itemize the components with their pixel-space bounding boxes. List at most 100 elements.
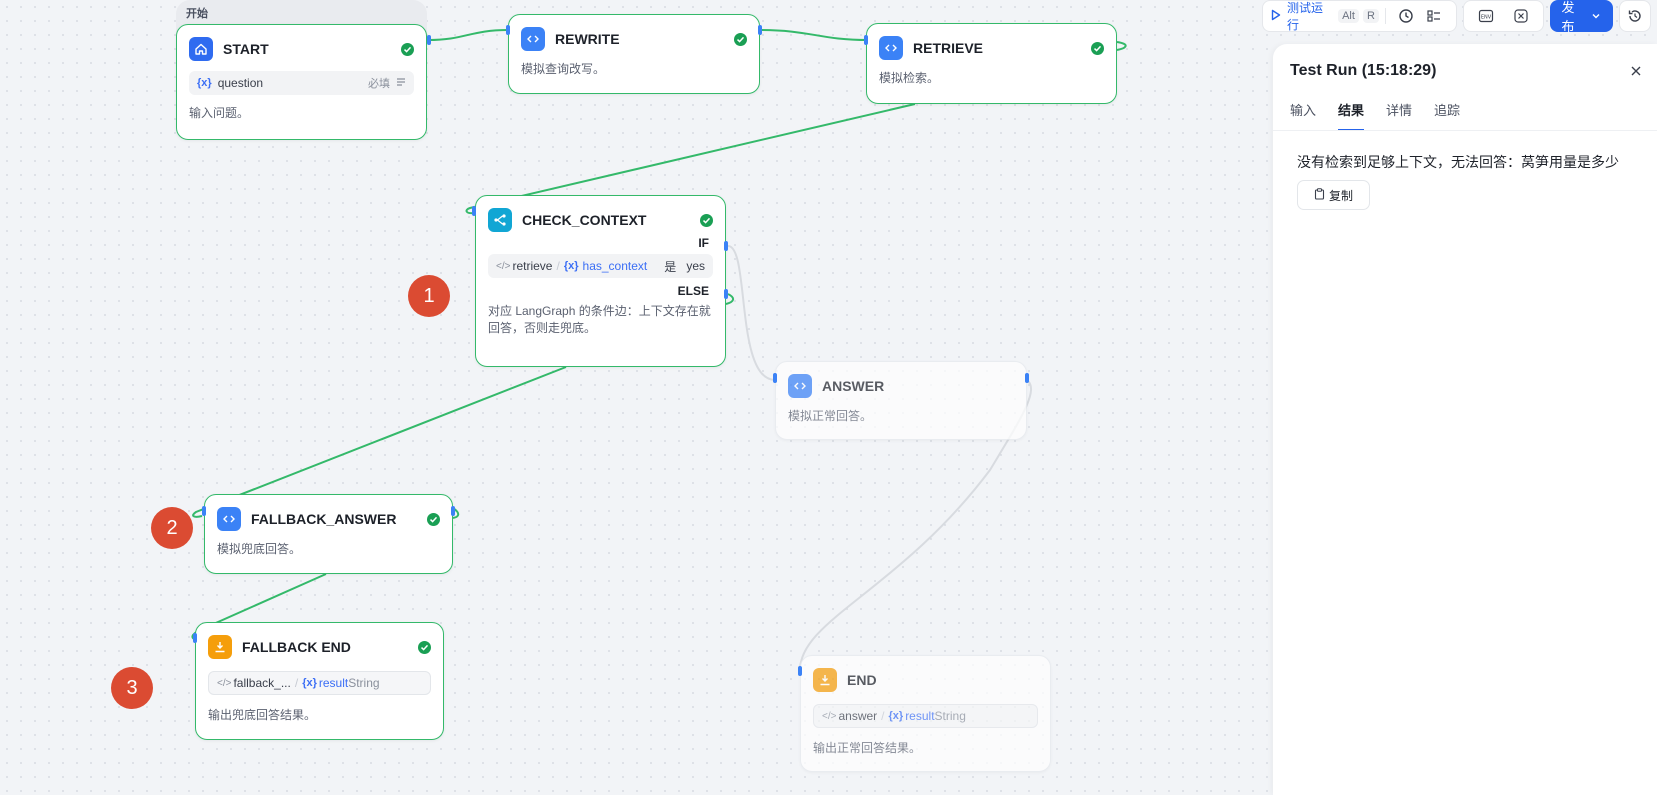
copy-button[interactable]: 复制 bbox=[1297, 180, 1370, 210]
edge-check-if-answer bbox=[727, 245, 776, 381]
node-title: START bbox=[223, 41, 269, 57]
tabs-divider bbox=[1273, 130, 1657, 131]
shortcut-alt: Alt bbox=[1338, 9, 1359, 23]
node-end[interactable]: END </> answer / {x} result String 输出正常回… bbox=[800, 655, 1051, 772]
else-handle[interactable] bbox=[724, 289, 728, 299]
code-ref-icon: </> bbox=[822, 710, 837, 722]
input-handle[interactable] bbox=[193, 633, 197, 643]
output-handle[interactable] bbox=[758, 25, 762, 35]
else-label: ELSE bbox=[677, 284, 709, 298]
node-rewrite[interactable]: REWRITE 模拟查询改写。 bbox=[508, 14, 760, 94]
branch-icon bbox=[488, 208, 512, 232]
variable-badge: {x} bbox=[197, 77, 212, 89]
condition-source: retrieve bbox=[512, 259, 553, 273]
node-description: 模拟兜底回答。 bbox=[217, 542, 302, 556]
step-marker: 1 bbox=[408, 275, 450, 317]
env-group: ENV bbox=[1462, 0, 1544, 32]
output-handle[interactable] bbox=[427, 35, 431, 45]
tab-details[interactable]: 详情 bbox=[1386, 103, 1413, 118]
input-handle[interactable] bbox=[773, 373, 777, 383]
output-variable: result bbox=[318, 676, 349, 690]
panel-tabs: 输入 结果 详情 追踪 bbox=[1290, 100, 1482, 131]
clipboard-icon bbox=[1314, 187, 1325, 203]
input-handle[interactable] bbox=[472, 206, 476, 216]
input-handle[interactable] bbox=[506, 25, 510, 35]
variable-badge: {x} bbox=[302, 677, 317, 689]
condition-variable: has_context bbox=[582, 259, 648, 273]
history-clock-icon[interactable] bbox=[1395, 5, 1417, 27]
if-handle[interactable] bbox=[724, 241, 728, 251]
end-icon bbox=[813, 668, 837, 692]
node-start[interactable]: START {x} question 必填 输入问题。 bbox=[176, 24, 427, 140]
end-icon bbox=[208, 635, 232, 659]
code-icon bbox=[217, 507, 241, 531]
success-check-icon bbox=[427, 512, 440, 526]
node-title: RETRIEVE bbox=[913, 40, 984, 56]
node-description: 模拟检索。 bbox=[879, 71, 940, 85]
node-title: REWRITE bbox=[555, 31, 620, 47]
node-description: 模拟正常回答。 bbox=[788, 409, 873, 423]
edge-start-rewrite bbox=[427, 29, 509, 41]
output-variable: result bbox=[905, 709, 935, 723]
node-title: FALLBACK END bbox=[242, 639, 351, 655]
node-check-context[interactable]: CHECK_CONTEXT IF </> retrieve / {x} has_… bbox=[475, 195, 726, 367]
node-fallback-end[interactable]: FALLBACK END </> fallback_... / {x} resu… bbox=[195, 622, 444, 740]
output-source: answer bbox=[838, 709, 878, 723]
run-group: 测试运行 Alt R bbox=[1262, 0, 1457, 32]
node-fallback-answer[interactable]: FALLBACK_ANSWER 模拟兜底回答。 bbox=[204, 494, 453, 574]
output-handle[interactable] bbox=[451, 506, 455, 516]
restore-icon[interactable] bbox=[1624, 5, 1646, 27]
test-run-panel: Test Run (15:18:29) 输入 结果 详情 追踪 没有检索到足够上… bbox=[1273, 44, 1657, 795]
node-title: ANSWER bbox=[822, 378, 885, 394]
output-handle[interactable] bbox=[1025, 373, 1029, 383]
node-answer[interactable]: ANSWER 模拟正常回答。 bbox=[775, 361, 1027, 440]
node-title: CHECK_CONTEXT bbox=[522, 212, 647, 228]
shortcut-key: R bbox=[1362, 9, 1379, 23]
chevron-down-icon bbox=[1591, 9, 1601, 24]
node-description: 对应 LangGraph 的条件边：上下文存在就回答，否则走兜底。 bbox=[488, 304, 711, 335]
code-ref-icon: </> bbox=[217, 677, 232, 689]
node-title: FALLBACK_ANSWER bbox=[251, 511, 397, 527]
required-tag: 必填 bbox=[368, 78, 390, 90]
home-icon bbox=[189, 37, 213, 61]
panel-title: Test Run (15:18:29) bbox=[1290, 62, 1437, 79]
input-handle[interactable] bbox=[798, 666, 802, 676]
node-retrieve[interactable]: RETRIEVE 模拟检索。 bbox=[866, 23, 1117, 104]
variable-icon[interactable] bbox=[1510, 5, 1532, 27]
condition-value: yes bbox=[686, 259, 705, 273]
test-run-label: 测试运行 bbox=[1287, 1, 1324, 32]
input-handle[interactable] bbox=[864, 35, 868, 45]
input-param-row: {x} question 必填 bbox=[189, 71, 414, 95]
test-run-button[interactable]: 测试运行 Alt R bbox=[1271, 0, 1379, 33]
node-description: 输出正常回答结果。 bbox=[813, 741, 922, 755]
checklist-icon[interactable] bbox=[1423, 5, 1445, 27]
restore-group bbox=[1619, 0, 1651, 32]
output-source: fallback_... bbox=[233, 676, 291, 690]
publish-button[interactable]: 发布 bbox=[1549, 0, 1614, 34]
start-group-label: 开始 bbox=[186, 8, 208, 20]
env-icon[interactable]: ENV bbox=[1475, 5, 1497, 27]
close-icon[interactable] bbox=[1627, 62, 1645, 80]
node-description: 输出兜底回答结果。 bbox=[208, 708, 317, 722]
tab-result[interactable]: 结果 bbox=[1338, 100, 1365, 131]
code-ref-icon: </> bbox=[496, 260, 511, 272]
condition-row[interactable]: </> retrieve / {x} has_context 是 yes bbox=[488, 254, 713, 278]
step-marker: 3 bbox=[111, 667, 153, 709]
publish-label: 发布 bbox=[1561, 0, 1575, 34]
tab-trace[interactable]: 追踪 bbox=[1434, 103, 1461, 118]
condition-operator: 是 bbox=[664, 259, 677, 274]
copy-label: 复制 bbox=[1328, 188, 1353, 203]
success-check-icon bbox=[734, 32, 747, 46]
code-icon bbox=[788, 374, 812, 398]
output-variable-row: </> answer / {x} result String bbox=[813, 704, 1038, 728]
node-description: 模拟查询改写。 bbox=[521, 62, 606, 76]
success-check-icon bbox=[418, 640, 431, 654]
code-icon bbox=[879, 36, 903, 60]
variable-badge: {x} bbox=[563, 260, 579, 272]
success-check-icon bbox=[1091, 41, 1104, 55]
edge-rewrite-retrieve bbox=[759, 29, 869, 41]
success-check-icon bbox=[401, 42, 414, 56]
input-handle[interactable] bbox=[202, 506, 206, 516]
tab-input[interactable]: 输入 bbox=[1290, 103, 1317, 118]
